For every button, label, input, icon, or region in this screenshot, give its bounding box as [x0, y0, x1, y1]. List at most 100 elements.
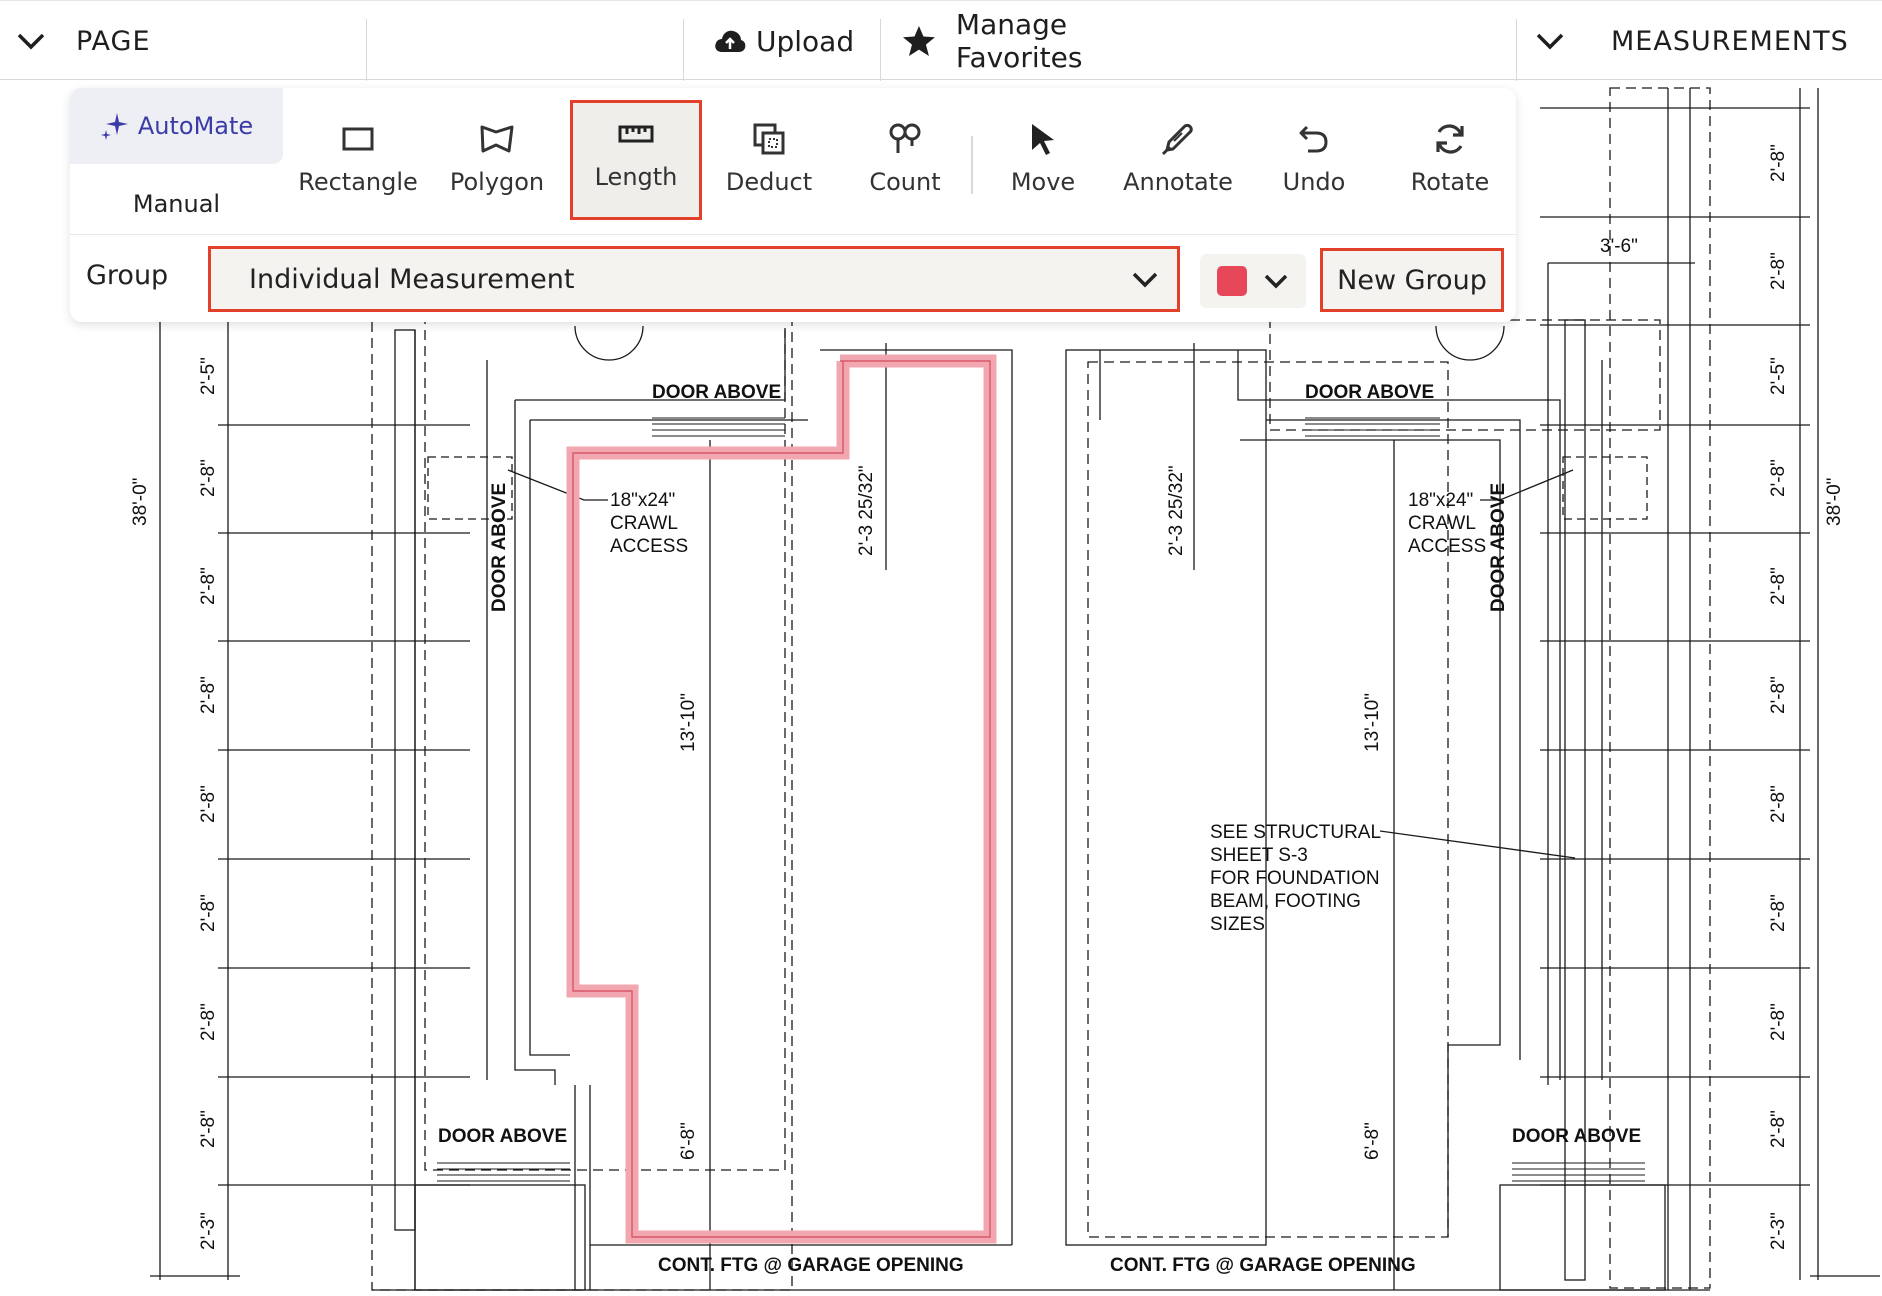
dim-2-3-right: 2'-3 25/32": [1166, 465, 1187, 556]
dim-right-9: 2'-8": [1768, 1003, 1789, 1041]
rotate-label: Rotate: [1410, 168, 1490, 196]
rectangle-tool[interactable]: Rectangle: [298, 108, 418, 208]
dim-13-10-left: 13'-10": [678, 693, 699, 752]
overall-dim-left: 38'-0": [130, 478, 151, 526]
rotate-icon: [1436, 124, 1464, 154]
upload-button[interactable]: Upload: [714, 1, 880, 81]
upload-label: Upload: [756, 24, 855, 58]
toolbar-row-divider: [70, 234, 1516, 235]
dim-left-1: 2'-5": [198, 357, 219, 395]
measurements-panel-toggle[interactable]: MEASUREMENTS: [1517, 1, 1882, 81]
new-group-button[interactable]: New Group: [1320, 248, 1504, 312]
dim-left-8: 2'-8": [198, 1110, 219, 1148]
count-pins-icon: [889, 123, 921, 153]
move-tool[interactable]: Move: [983, 108, 1103, 208]
length-label: Length: [594, 163, 678, 191]
dim-2-3-left: 2'-3 25/32": [856, 465, 877, 556]
deduct-icon: [753, 123, 785, 155]
new-group-label: New Group: [1337, 264, 1487, 296]
group-label: Group: [86, 260, 169, 291]
page-panel-toggle[interactable]: PAGE: [0, 1, 366, 81]
undo-label: Undo: [1282, 168, 1346, 196]
move-label: Move: [1010, 168, 1076, 196]
dim-right-8: 2'-8": [1768, 894, 1789, 932]
color-swatch: [1216, 266, 1247, 296]
dim-right-6: 2'-8": [1768, 676, 1789, 714]
ruler-icon: [618, 125, 654, 143]
divider: [1516, 19, 1517, 81]
overall-dim-right: 38'-0": [1824, 478, 1845, 526]
crawl-access-note: ACCESS: [1408, 536, 1486, 557]
manual-label: Manual: [132, 190, 221, 218]
annotate-tool[interactable]: Annotate: [1118, 108, 1238, 208]
dim-left-2: 2'-8": [198, 459, 219, 497]
manage-favorites-button[interactable]: Manage Favorites: [902, 1, 1202, 81]
rectangle-label: Rectangle: [298, 168, 418, 196]
measurement-toolbar: AutoMate Manual Rectangle Polygon Length…: [70, 88, 1516, 322]
crawl-access-note: CRAWL: [610, 513, 678, 534]
measurements-label: MEASUREMENTS: [1611, 25, 1849, 57]
door-above-label: DOOR ABOVE: [489, 483, 510, 612]
crawl-access-note: ACCESS: [610, 536, 688, 557]
star-icon: [902, 26, 935, 56]
group-select-value: Individual Measurement: [249, 263, 575, 295]
crawl-access-note: 18"x24": [610, 490, 675, 511]
dim-6-8-left: 6'-8": [678, 1122, 699, 1160]
cloud-upload-icon: [715, 30, 746, 52]
rotate-button[interactable]: Rotate: [1390, 108, 1510, 208]
group-select[interactable]: Individual Measurement: [208, 246, 1180, 312]
blueprint-canvas[interactable]: 2'-5" 2'-8" 2'-8" 2'-8" 2'-8" 2'-8" 2'-8…: [0, 80, 1882, 1296]
manual-mode-button[interactable]: Manual: [70, 164, 283, 244]
divider: [366, 19, 367, 81]
favorites-label: Manage Favorites: [955, 8, 1083, 74]
undo-button[interactable]: Undo: [1254, 108, 1374, 208]
deduct-label: Deduct: [725, 168, 813, 196]
polygon-tool[interactable]: Polygon: [437, 108, 557, 208]
cont-ftg-label: CONT. FTG @ GARAGE OPENING: [658, 1255, 964, 1276]
dim-13-10-right: 13'-10": [1362, 693, 1383, 752]
count-tool[interactable]: Count: [845, 108, 965, 208]
crawl-access-note: 18"x24": [1408, 490, 1473, 511]
chevron-down-icon: [1536, 33, 1564, 50]
rectangle-icon: [342, 127, 374, 151]
structural-note: SHEET S-3: [1210, 845, 1308, 866]
dim-left-7: 2'-8": [198, 1003, 219, 1041]
undo-icon: [1299, 125, 1328, 153]
dim-right-5: 2'-8": [1768, 567, 1789, 605]
deduct-tool[interactable]: Deduct: [709, 108, 829, 208]
length-tool[interactable]: Length: [570, 100, 702, 220]
toolbar-divider: [971, 136, 973, 194]
structural-note: FOR FOUNDATION: [1210, 868, 1380, 889]
dim-right-10: 2'-8": [1768, 1110, 1789, 1148]
cont-ftg-label: CONT. FTG @ GARAGE OPENING: [1110, 1255, 1416, 1276]
door-above-label: DOOR ABOVE: [438, 1126, 567, 1147]
dim-6-8-right: 6'-8": [1362, 1122, 1383, 1160]
automate-mode-button[interactable]: AutoMate: [70, 88, 283, 164]
top-bar: PAGE Upload Manage Favorites MEASUREMENT…: [0, 0, 1882, 81]
automate-label: AutoMate: [137, 112, 254, 140]
dim-right-7: 2'-8": [1768, 785, 1789, 823]
divider: [683, 19, 684, 81]
dim-right-2: 2'-8": [1768, 252, 1789, 290]
door-above-label: DOOR ABOVE: [652, 382, 781, 403]
crawl-access-note: CRAWL: [1408, 513, 1476, 534]
dim-right-3: 2'-5": [1768, 357, 1789, 395]
structural-note: SEE STRUCTURAL: [1210, 822, 1381, 843]
group-color-picker[interactable]: [1200, 254, 1306, 308]
sparkle-icon: [100, 113, 128, 140]
dim-left-5: 2'-8": [198, 785, 219, 823]
door-above-label: DOOR ABOVE: [1488, 483, 1509, 612]
dim-3-6: 3'-6": [1600, 236, 1638, 257]
polygon-label: Polygon: [449, 168, 545, 196]
dim-left-4: 2'-8": [198, 676, 219, 714]
dim-right-11: 2'-3": [1768, 1212, 1789, 1250]
chevron-down-icon: [17, 33, 45, 50]
polygon-icon: [480, 125, 514, 153]
pen-icon: [1161, 123, 1193, 156]
dim-left-6: 2'-8": [198, 894, 219, 932]
dim-right-1: 2'-8": [1768, 144, 1789, 182]
door-above-label: DOOR ABOVE: [1512, 1126, 1641, 1147]
structural-note: BEAM, FOOTING: [1210, 891, 1361, 912]
dim-right-4: 2'-8": [1768, 459, 1789, 497]
chevron-down-icon: [1132, 272, 1158, 288]
